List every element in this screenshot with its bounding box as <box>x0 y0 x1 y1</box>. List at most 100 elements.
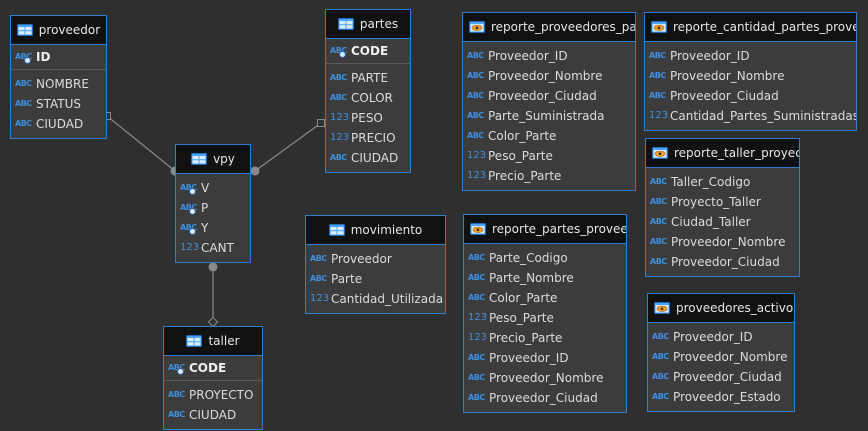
entity-header[interactable]: reporte_cantidad_partes_proveedor <box>645 13 856 42</box>
text-type-icon: ABC <box>168 358 186 378</box>
column-name: CIUDAD <box>351 151 399 165</box>
column-name: Proyecto_Taller <box>671 195 761 209</box>
text-type-icon: ABC <box>467 111 484 120</box>
column-name: Proveedor_Nombre <box>488 69 603 83</box>
entity-header[interactable]: proveedores_activos <box>648 294 794 323</box>
text-type-icon: ABC <box>652 392 669 401</box>
entity-header[interactable]: proveedor <box>11 16 106 45</box>
text-type-icon: ABC <box>168 390 185 399</box>
column-name: V <box>201 181 210 195</box>
column-row[interactable]: ABC Proyecto_Taller <box>646 192 799 212</box>
relationship-line <box>106 115 176 172</box>
entity-reporte-proveedores-partes[interactable]: reporte_proveedores_partesABCProveedor_I… <box>462 12 636 191</box>
foreign-key-icon <box>189 208 196 215</box>
many-end-dot <box>208 262 218 272</box>
column-name: Cantidad_Partes_Suministradas <box>670 109 856 123</box>
text-type-icon: ABC <box>310 254 327 263</box>
column-name: PRECIO <box>351 131 396 145</box>
entity-reporte-cantidad-partes-proveedor[interactable]: reporte_cantidad_partes_proveedorABCProv… <box>644 12 857 131</box>
entity-title: reporte_cantidad_partes_proveedor <box>673 20 856 34</box>
entity-header[interactable]: vpy <box>176 145 250 174</box>
primary-key-icon <box>177 368 184 375</box>
text-type-icon: ABC <box>168 410 185 419</box>
column-name: CIUDAD <box>189 408 237 422</box>
text-type-icon: ABC <box>650 197 667 206</box>
entity-header[interactable]: reporte_taller_proyectos <box>646 139 799 168</box>
text-type-icon: ABC <box>15 119 32 128</box>
entity-header[interactable]: taller <box>164 327 262 356</box>
text-type-icon: ABC <box>15 99 32 108</box>
text-type-icon: ABC <box>310 274 327 283</box>
table-icon <box>337 18 360 30</box>
numeric-type-icon: 123 <box>468 332 488 343</box>
table-icon <box>328 224 351 236</box>
entity-header[interactable]: movimiento <box>306 216 445 245</box>
entity-reporte-taller-proyectos[interactable]: reporte_taller_proyectosABCTaller_Codigo… <box>645 138 800 277</box>
entity-header[interactable]: reporte_partes_proveedor <box>464 215 626 244</box>
entity-title: proveedor <box>38 23 101 37</box>
entity-reporte-partes-proveedor[interactable]: reporte_partes_proveedorABCParte_CodigoA… <box>463 214 627 413</box>
entity-header[interactable]: partes <box>326 10 410 39</box>
table-icon <box>191 153 213 165</box>
text-type-icon: ABC <box>468 273 485 282</box>
column-row[interactable]: ABC CIUDAD <box>164 405 262 425</box>
entity-header[interactable]: reporte_proveedores_partes <box>463 13 635 42</box>
